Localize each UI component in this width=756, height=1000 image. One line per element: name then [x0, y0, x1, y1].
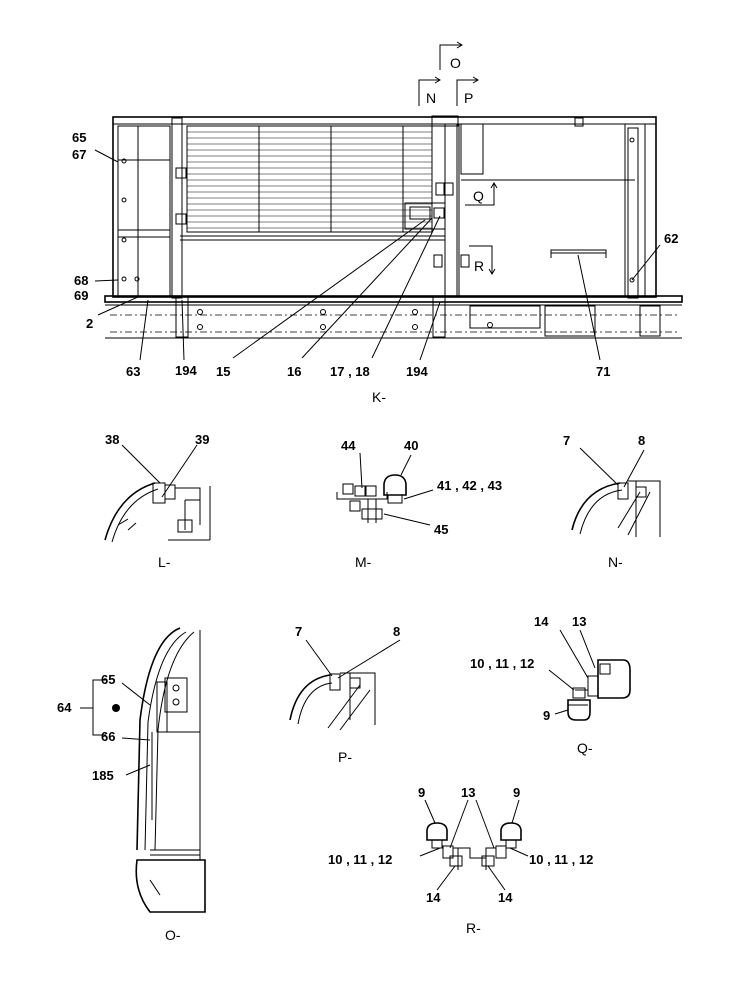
svg-text:P: P — [464, 90, 473, 106]
view-caption-l: L- — [158, 554, 171, 570]
view-marker-p: P — [456, 76, 479, 106]
view-marker-n: N — [418, 76, 441, 106]
callout-14: 14 — [534, 614, 549, 629]
handle-71 — [550, 249, 607, 258]
svg-text:Q: Q — [473, 188, 484, 204]
callout-9: 9 — [543, 708, 550, 723]
callout-7: 7 — [295, 624, 302, 639]
callout-14: 14 — [426, 890, 441, 905]
callout-39: 39 — [195, 432, 209, 447]
callout-10-11-12: 10 , 11 , 12 — [529, 852, 593, 867]
callout-10-11-12: 10 , 11 , 12 — [328, 852, 392, 867]
callout-66: 66 — [101, 729, 115, 744]
svg-text:O: O — [450, 55, 461, 71]
view-caption-m: M- — [355, 554, 372, 570]
callout-16: 16 — [287, 364, 301, 379]
view-q: 14 13 10 , 11 , 12 9 Q- — [470, 614, 631, 756]
svg-text:R: R — [474, 258, 484, 274]
callout-62: 62 — [664, 231, 678, 246]
view-k: O N P Q R — [72, 41, 683, 405]
callout-13: 13 — [572, 614, 586, 629]
view-marker-r: R — [469, 245, 496, 275]
view-o: 64 65 66 185 O- — [57, 627, 206, 943]
callout-7: 7 — [563, 433, 570, 448]
svg-text:N: N — [426, 90, 436, 106]
callout-9: 9 — [418, 785, 425, 800]
callout-185: 185 — [92, 768, 114, 783]
view-caption-o: O- — [165, 927, 181, 943]
condenser-core — [180, 125, 445, 241]
callout-13: 13 — [461, 785, 475, 800]
view-r: 9 13 9 10 , 11 , 12 10 , 11 , 12 14 14 R… — [328, 785, 593, 936]
callout-38: 38 — [105, 432, 119, 447]
view-p: 7 8 P- — [289, 624, 401, 765]
view-caption-r: R- — [466, 920, 481, 936]
callout-44: 44 — [341, 438, 356, 453]
callout-65: 65 — [101, 672, 115, 687]
view-caption-q: Q- — [577, 740, 593, 756]
callout-40: 40 — [404, 438, 418, 453]
callout-2: 2 — [86, 316, 93, 331]
callout-41-42-43: 41 , 42 , 43 — [437, 478, 502, 493]
view-n: 7 8 N- — [563, 433, 661, 570]
callout-64: 64 — [57, 700, 72, 715]
callout-14: 14 — [498, 890, 513, 905]
callout-10-11-12: 10 , 11 , 12 — [470, 656, 534, 671]
callout-63: 63 — [126, 364, 140, 379]
callout-15: 15 — [216, 364, 230, 379]
callout-8: 8 — [393, 624, 400, 639]
callout-8: 8 — [638, 433, 645, 448]
view-l: 38 39 L- — [104, 432, 211, 570]
callout-71: 71 — [596, 364, 610, 379]
callout-9: 9 — [513, 785, 520, 800]
view-caption-k: K- — [372, 389, 386, 405]
view-caption-n: N- — [608, 554, 623, 570]
view-marker-q: Q — [465, 182, 498, 206]
callout-194: 194 — [406, 364, 428, 379]
view-m: 44 40 41 , 42 , 43 45 M- — [336, 438, 502, 570]
callout-194: 194 — [175, 363, 197, 378]
callout-69: 69 — [74, 288, 88, 303]
view-caption-p: P- — [338, 749, 352, 765]
callout-67: 67 — [72, 147, 86, 162]
callout-65: 65 — [72, 130, 86, 145]
view-marker-o: O — [439, 41, 463, 71]
callout-68: 68 — [74, 273, 88, 288]
callout-45: 45 — [434, 522, 448, 537]
callout-17-18: 17 , 18 — [330, 364, 370, 379]
